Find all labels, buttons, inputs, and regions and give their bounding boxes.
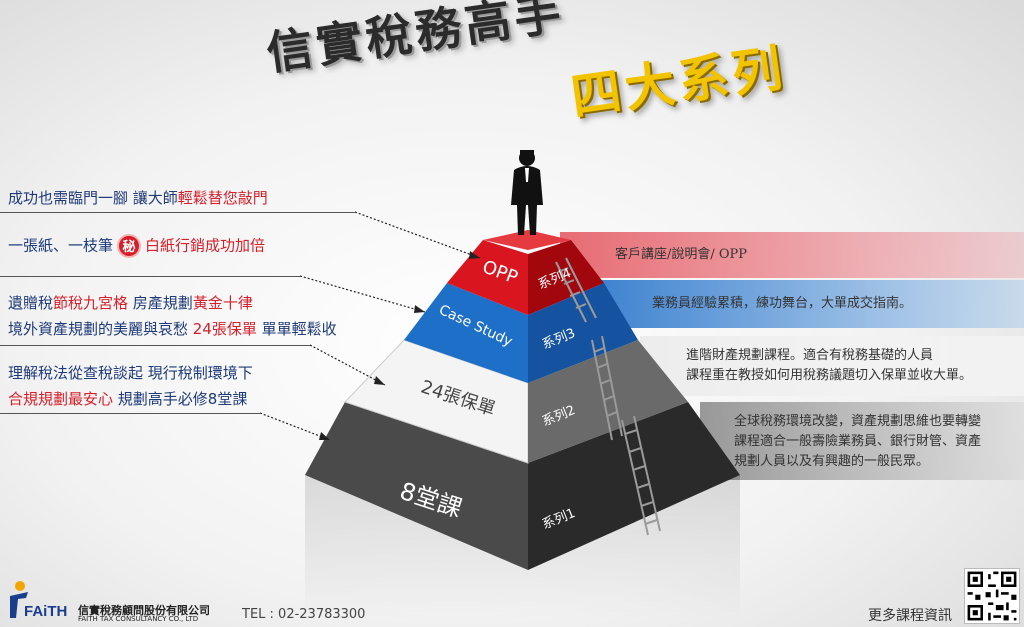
note-text: 遺贈稅 bbox=[8, 294, 54, 312]
tier-4-top bbox=[483, 230, 571, 250]
secret-badge-icon: 秘 bbox=[117, 234, 142, 258]
desc-line: 課程重在教授如何用稅務議題切入保單並收大單。 bbox=[686, 368, 973, 383]
note-text: 境外資產規劃的美麗與哀愁 bbox=[8, 320, 193, 338]
note-highlight: 白紙行銷成功加倍 bbox=[145, 236, 266, 255]
desc-series4: 客戶講座/說明會/ OPP bbox=[615, 245, 747, 265]
note-series1-b: 合規規劃最安心 規劃高手必修8堂課 bbox=[8, 388, 247, 409]
note-series1-a: 理解稅法從查稅談起 現行稅制環境下 bbox=[8, 362, 253, 383]
tier-4-front bbox=[447, 240, 528, 315]
tier-3-side bbox=[528, 283, 638, 383]
note-text: 規劃高手必修8堂課 bbox=[113, 390, 248, 408]
note-series2-b: 境外資產規劃的美麗與哀愁 24張保單 單單輕鬆收 bbox=[8, 318, 337, 339]
company-logo: FAiTH bbox=[10, 581, 67, 620]
note-text: 單單輕鬆收 bbox=[256, 320, 337, 338]
desc-series2: 進階財產規劃課程。適合有稅務基礎的人員 課程重在教授如何用稅務議題切入保單並收大… bbox=[686, 346, 972, 386]
desc-series3: 業務員經驗累積，練功舞台，大單成交指南。 bbox=[652, 294, 912, 314]
tier-2-side bbox=[528, 340, 688, 463]
note-highlight: 24張保單 bbox=[192, 320, 257, 338]
note-highlight: 黃金十律 bbox=[192, 294, 253, 312]
note-series2-a: 遺贈稅節稅九宮格 房產規劃黃金十律 bbox=[8, 292, 253, 313]
divider bbox=[0, 345, 310, 346]
band-series3 bbox=[600, 280, 1024, 328]
band-series4 bbox=[560, 232, 1024, 278]
note-highlight: 節稅九宮格 bbox=[53, 294, 129, 312]
desc-line: 規劃人員以及有興趣的一般民眾。 bbox=[734, 454, 930, 469]
note-text: 成功也需臨門一腳 讓大師 bbox=[8, 189, 178, 207]
band-series2 bbox=[640, 336, 1024, 396]
logo-text: FAiTH bbox=[24, 603, 67, 620]
desc-line: 客戶講座/說明會/ OPP bbox=[615, 247, 748, 262]
note-highlight: 合規規劃最安心 bbox=[8, 390, 114, 408]
businessman-icon bbox=[511, 150, 543, 235]
note-text: 房產規劃 bbox=[128, 294, 193, 312]
tier-1-front bbox=[305, 402, 528, 570]
tier-1-side bbox=[528, 402, 740, 570]
tier-4-side bbox=[528, 240, 604, 315]
desc-line: 業務員經驗累積，練功舞台，大單成交指南。 bbox=[652, 296, 913, 311]
band-series1 bbox=[700, 402, 1024, 480]
company-name: 信實稅務顧問股份有限公司 bbox=[78, 604, 210, 617]
divider bbox=[0, 413, 260, 414]
desc-line: 全球稅務環境改變，資產規劃思維也要轉變 bbox=[734, 414, 982, 429]
divider bbox=[0, 276, 300, 277]
note-text: 一張紙、一枝筆 bbox=[8, 236, 114, 255]
desc-line: 課程適合一般壽險業務員、銀行財管、資產 bbox=[734, 434, 982, 449]
ladder-icon bbox=[555, 257, 661, 536]
qr-code-icon[interactable] bbox=[964, 568, 1020, 624]
pointer-arrows bbox=[259, 211, 481, 441]
company-name-en: FAITH TAX CONSULTANCY CO., LTD bbox=[78, 615, 199, 623]
more-info-link[interactable]: 更多課程資訊 bbox=[868, 608, 952, 624]
desc-series1: 全球稅務環境改變，資產規劃思維也要轉變 課程適合一般壽險業務員、銀行財管、資產 … bbox=[734, 412, 981, 472]
note-series3-a: 一張紙、一枝筆秘白紙行銷成功加倍 bbox=[8, 234, 265, 258]
desc-line: 進階財產規劃課程。適合有稅務基礎的人員 bbox=[686, 348, 934, 363]
divider bbox=[0, 212, 355, 213]
note-highlight: 輕鬆替您敲門 bbox=[177, 189, 268, 207]
phone-number: TEL : 02-23783300 bbox=[242, 607, 366, 622]
tier-3-front bbox=[404, 283, 528, 383]
note-text: 理解稅法從查稅談起 現行稅制環境下 bbox=[8, 364, 253, 382]
note-series4: 成功也需臨門一腳 讓大師輕鬆替您敲門 bbox=[8, 187, 268, 208]
